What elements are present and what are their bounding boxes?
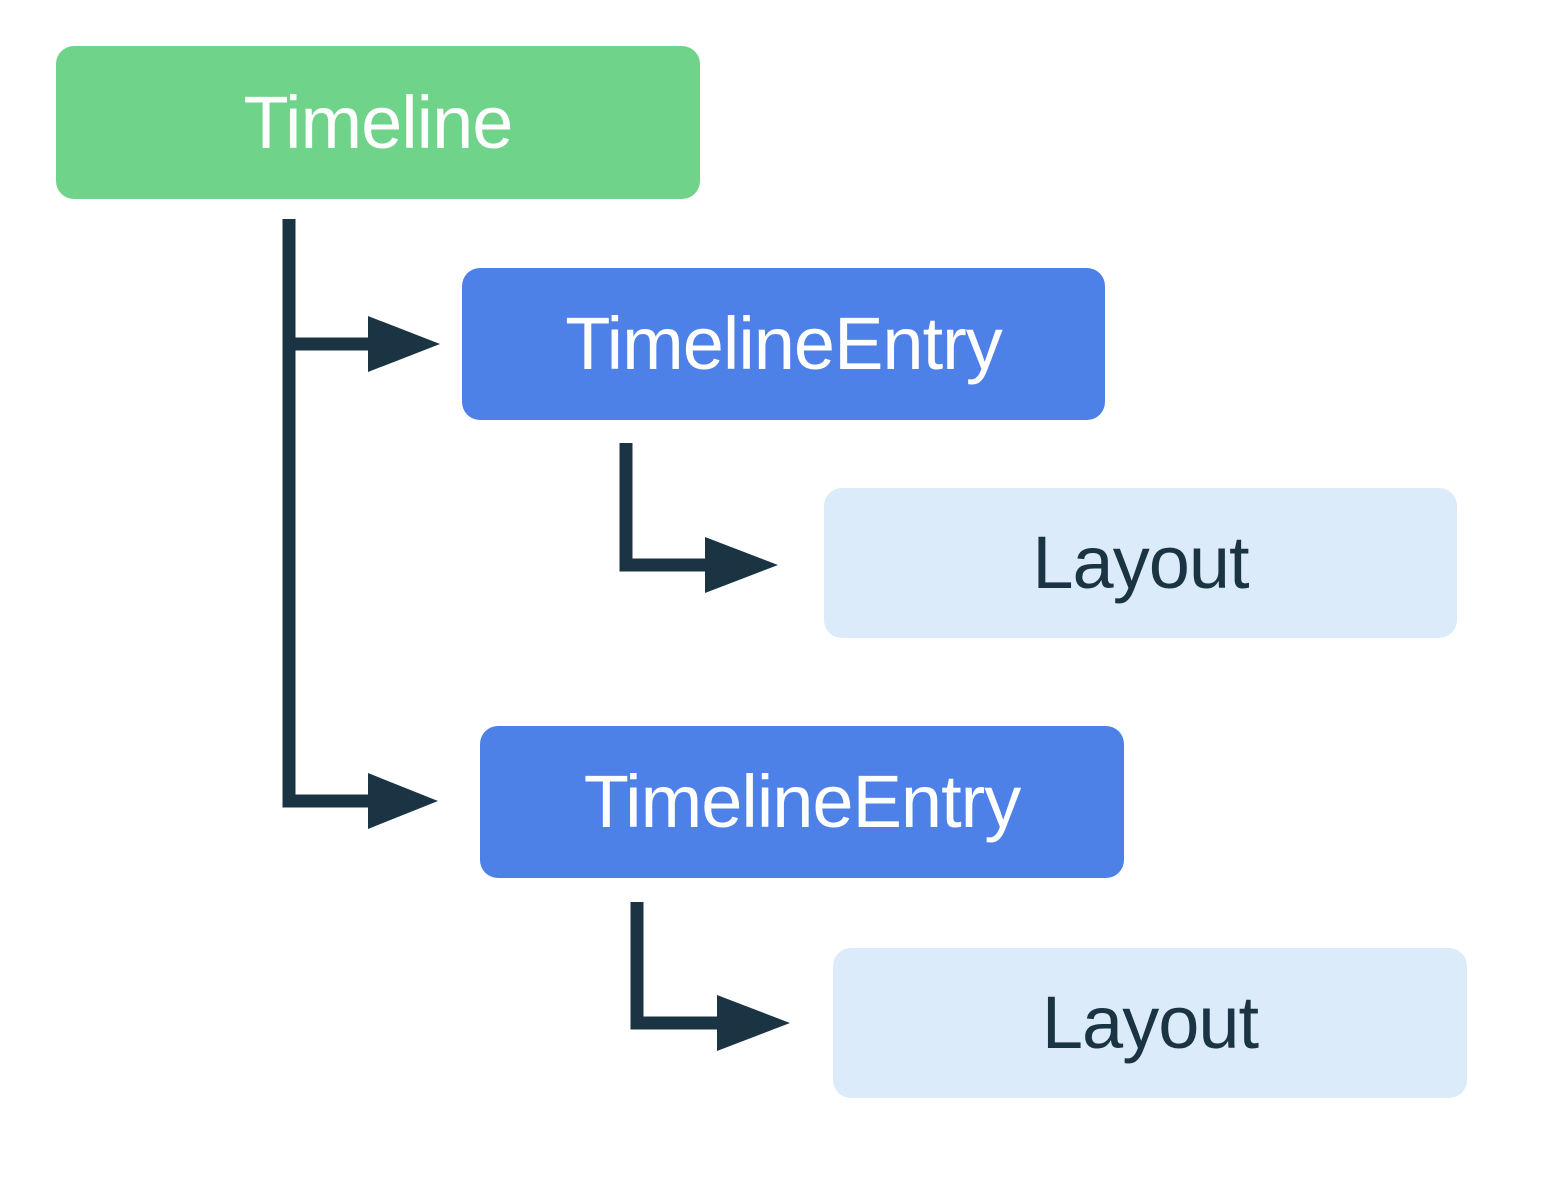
node-timeline-label: Timeline [243, 80, 514, 164]
connector-entry-2-to-layout-2 [630, 902, 717, 1030]
node-layout-2-label: Layout [1041, 981, 1259, 1064]
connector-entry-1-to-layout-1 [619, 443, 705, 572]
node-timeline-entry-2-label: TimelineEntry [583, 760, 1022, 843]
node-timeline-entry-1-label: TimelineEntry [565, 302, 1003, 385]
node-timeline-entry-2: TimelineEntry [480, 726, 1124, 878]
node-layout-2: Layout [833, 948, 1467, 1098]
connector-timeline-trunk [282, 219, 368, 808]
node-layout-1: Layout [824, 488, 1457, 638]
arrowhead-to-entry-1-icon [368, 316, 440, 372]
arrowhead-to-layout-1-icon [705, 537, 778, 593]
arrowhead-to-entry-2-icon [368, 773, 438, 829]
node-timeline-entry-1: TimelineEntry [462, 268, 1105, 420]
arrowhead-to-layout-2-icon [717, 995, 790, 1051]
node-timeline: Timeline [56, 46, 700, 199]
node-layout-1-label: Layout [1032, 521, 1249, 604]
